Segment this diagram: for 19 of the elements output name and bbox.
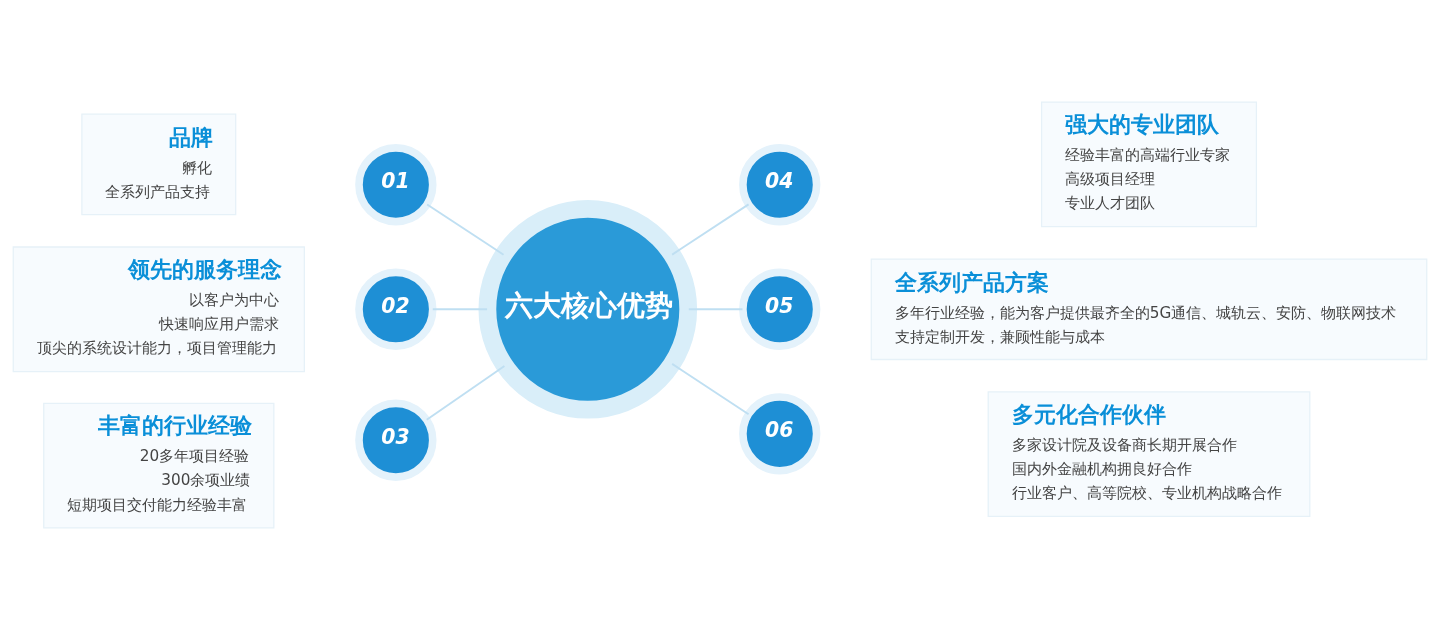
node-circle: 01 [355,144,437,226]
connector [425,365,506,421]
node-circle: 06 [739,393,821,475]
node-circle: 六大核心优势 [478,199,698,419]
node-box: 丰富的行业经验 20多年项目经验 300余项业绩 短期项目交付能力经验丰富 [43,402,275,529]
node-box: 全系列产品方案 多年行业经验，能为客户提供最齐全的5G通信、城轨云、安防、物联网技术 支持定制开发，兼顾性能与成本 [870,258,1428,361]
connector [687,308,744,311]
connector [671,203,750,256]
node-box: 多元化合作伙伴 多家设计院及设备商长期开展合作 国内外金融机构拥良好合作 行业客户、高等院校、专业机构战略合作 [987,391,1311,518]
node-circle: 04 [739,144,821,226]
connector [431,308,489,311]
node-circle: 03 [355,399,437,481]
node-box: 强大的专业团队 经验丰富的高端行业专家 高级项目经理 专业人才团队 [1040,101,1258,228]
node-box: 领先的服务理念 以客户为中心 快速响应用户需求 顶尖的系统设计能力，项目管理能力 [12,246,305,373]
connector [671,362,750,416]
node-circle: 02 [355,268,437,350]
node-box: 品牌 孵化 全系列产品支持 [81,113,237,216]
connector [426,203,505,256]
node-circle: 05 [739,268,821,350]
